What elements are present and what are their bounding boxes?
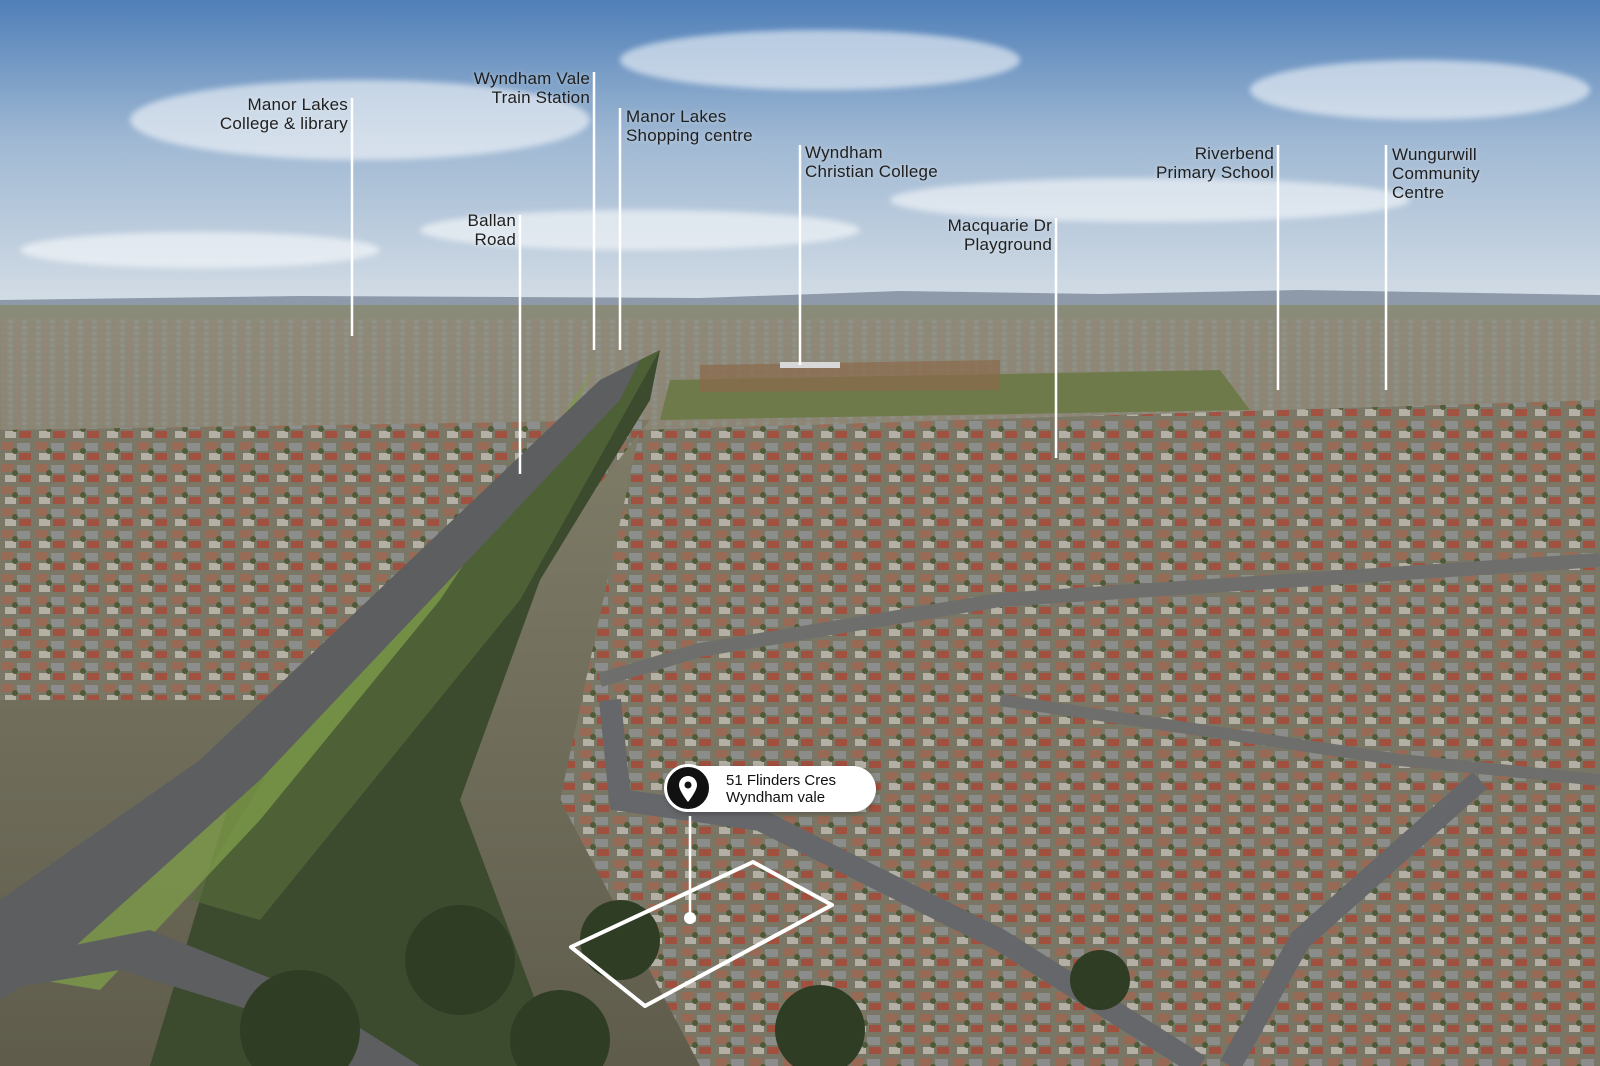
property-address: 51 Flinders Cres Wyndham vale (726, 772, 836, 806)
location-pin-icon (664, 764, 712, 812)
address-line1: 51 Flinders Cres (726, 772, 837, 789)
address-line2: Wyndham vale (726, 789, 826, 806)
leader-lines (350, 72, 1388, 918)
property-boundary (569, 860, 834, 1008)
property-callout: 51 Flinders Cres Wyndham vale (664, 764, 876, 812)
